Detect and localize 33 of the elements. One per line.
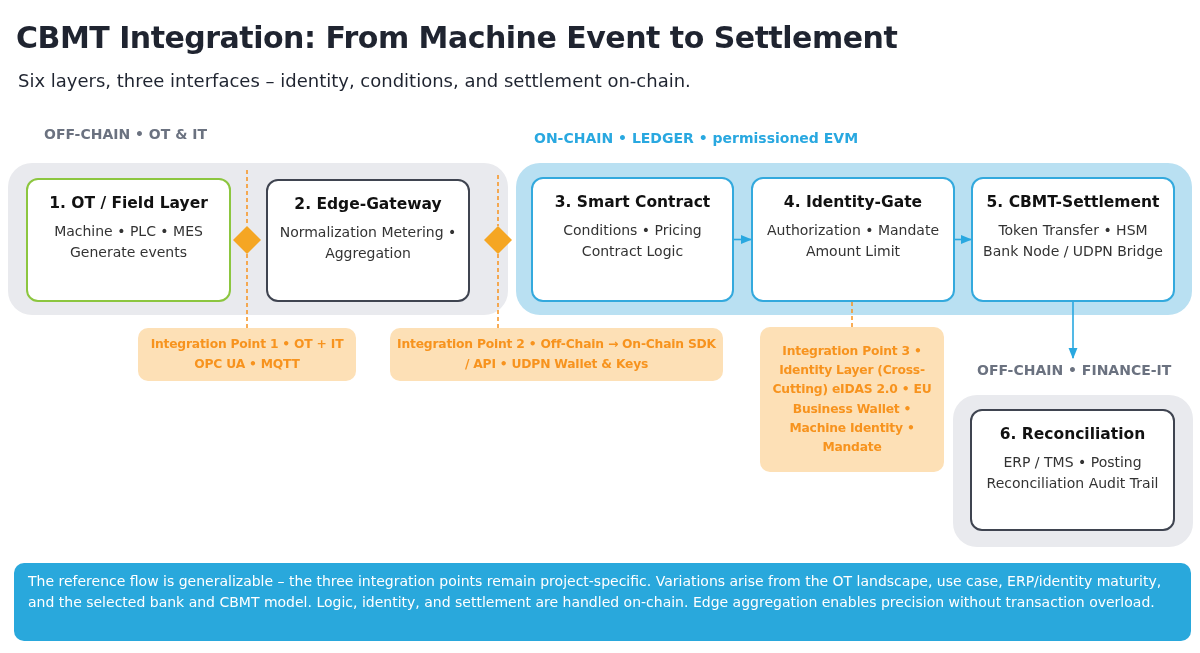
card-text: Authorization • Mandate Amount Limit	[766, 221, 940, 261]
title: CBMT Integration: From Machine Event to Settlement	[16, 20, 898, 55]
layer-card	[266, 179, 470, 302]
subtitle: Six layers, three interfaces – identity, conditions, and settlement on-chain.	[18, 70, 691, 91]
integration-point-box: Integration Point 2 • Off-Chain → On-Chain SDK / API • UDPN Wallet & Keys	[390, 328, 723, 381]
card-text: Normalization Metering • Aggregation	[278, 223, 458, 263]
card-title: 1. OT / Field Layer	[48, 194, 209, 212]
card-text: ERP / TMS • Posting Reconciliation Audit Trail	[985, 453, 1160, 493]
card-text: Token Transfer • HSM Bank Node / UDPN Bridge	[982, 221, 1164, 261]
note-box: The reference flow is generalizable – the three integration points remain project-specific. Variations arise from the OT landscape, use case, ERP/identity maturity, and the selected bank and CBMT model. Logic, identity, and settlement are handled on-chain. Edge aggregation enables precision without transaction overload.	[14, 563, 1191, 641]
card-title: 3. Smart Contract	[553, 193, 712, 211]
layer-card	[751, 177, 955, 302]
card-title: 2. Edge-Gateway	[293, 195, 443, 213]
section-heading: OFF-CHAIN • OT & IT	[44, 126, 208, 142]
arrow	[733, 235, 753, 244]
connector-line	[851, 301, 853, 328]
card-text: Conditions • Pricing Contract Logic	[562, 221, 703, 261]
layer-card	[531, 177, 734, 302]
layer-card	[26, 178, 231, 302]
connector-line	[246, 253, 248, 329]
section-heading: OFF-CHAIN • FINANCE-IT	[977, 362, 1172, 378]
integration-point-box: Integration Point 3 • Identity Layer (Cross-Cutting) eIDAS 2.0 • EU Business Wallet • Machine Identity • Mandate	[760, 327, 944, 472]
card-title: 4. Identity-Gate	[782, 193, 924, 211]
section-heading: ON-CHAIN • LEDGER • permissioned EVM	[534, 130, 859, 146]
layer-card	[971, 177, 1175, 302]
card-text: Machine • PLC • MES Generate events	[53, 222, 204, 262]
card-title: 6. Reconciliation	[998, 425, 1147, 443]
arrow	[954, 235, 973, 244]
layer-card	[970, 409, 1175, 531]
integration-point-box: Integration Point 1 • OT + IT OPC UA • MQTT	[138, 328, 356, 381]
arrow	[1068, 301, 1078, 360]
connector-line	[497, 253, 499, 329]
card-title: 5. CBMT-Settlement	[985, 193, 1161, 211]
